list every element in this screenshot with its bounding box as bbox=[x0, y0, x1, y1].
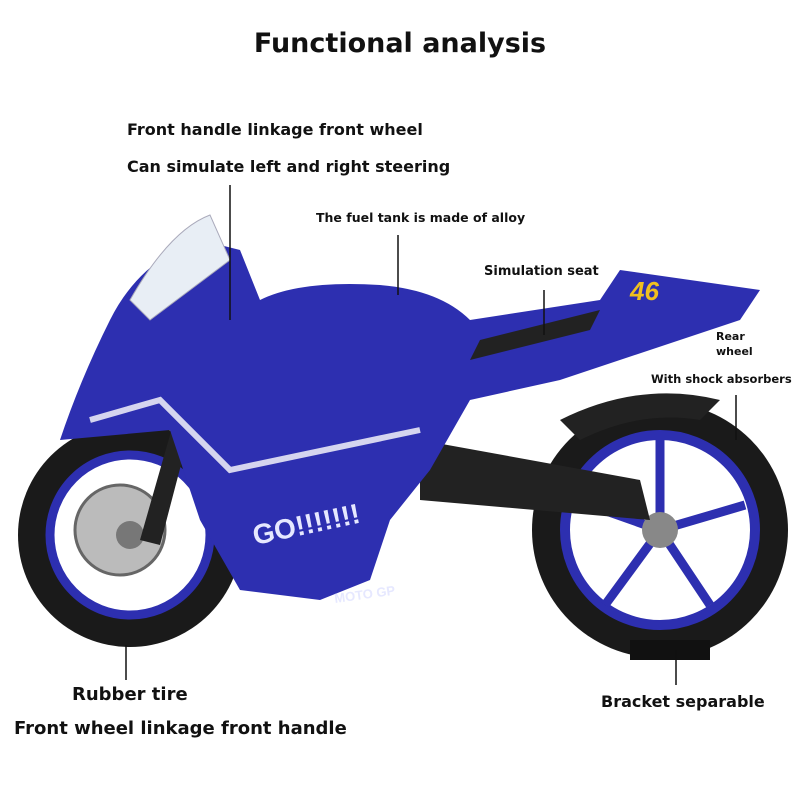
front-handle-label-1: Front handle linkage front wheel bbox=[127, 120, 423, 139]
front-wheel bbox=[18, 423, 242, 647]
rear-wheel-label-2: wheel bbox=[716, 345, 753, 358]
seat-label: Simulation seat bbox=[484, 264, 599, 279]
number-decal: 46 bbox=[629, 276, 659, 306]
tire-label: Rubber tire bbox=[72, 684, 188, 705]
front-handle-label-2: Can simulate left and right steering bbox=[127, 157, 451, 176]
leader-lines bbox=[125, 185, 737, 685]
fuel-tank-label: The fuel tank is made of alloy bbox=[316, 210, 526, 225]
rear-wheel-label-3: With shock absorbers bbox=[651, 372, 792, 386]
rear-wheel-label-1: Rear bbox=[716, 330, 745, 343]
swingarm bbox=[420, 440, 650, 520]
stand-bracket bbox=[630, 640, 710, 660]
page-title: Functional analysis bbox=[253, 28, 547, 59]
rear-wheel bbox=[532, 402, 788, 658]
bracket-label: Bracket separable bbox=[601, 692, 765, 711]
front-wheel-label: Front wheel linkage front handle bbox=[14, 718, 347, 739]
windscreen bbox=[129, 214, 231, 321]
